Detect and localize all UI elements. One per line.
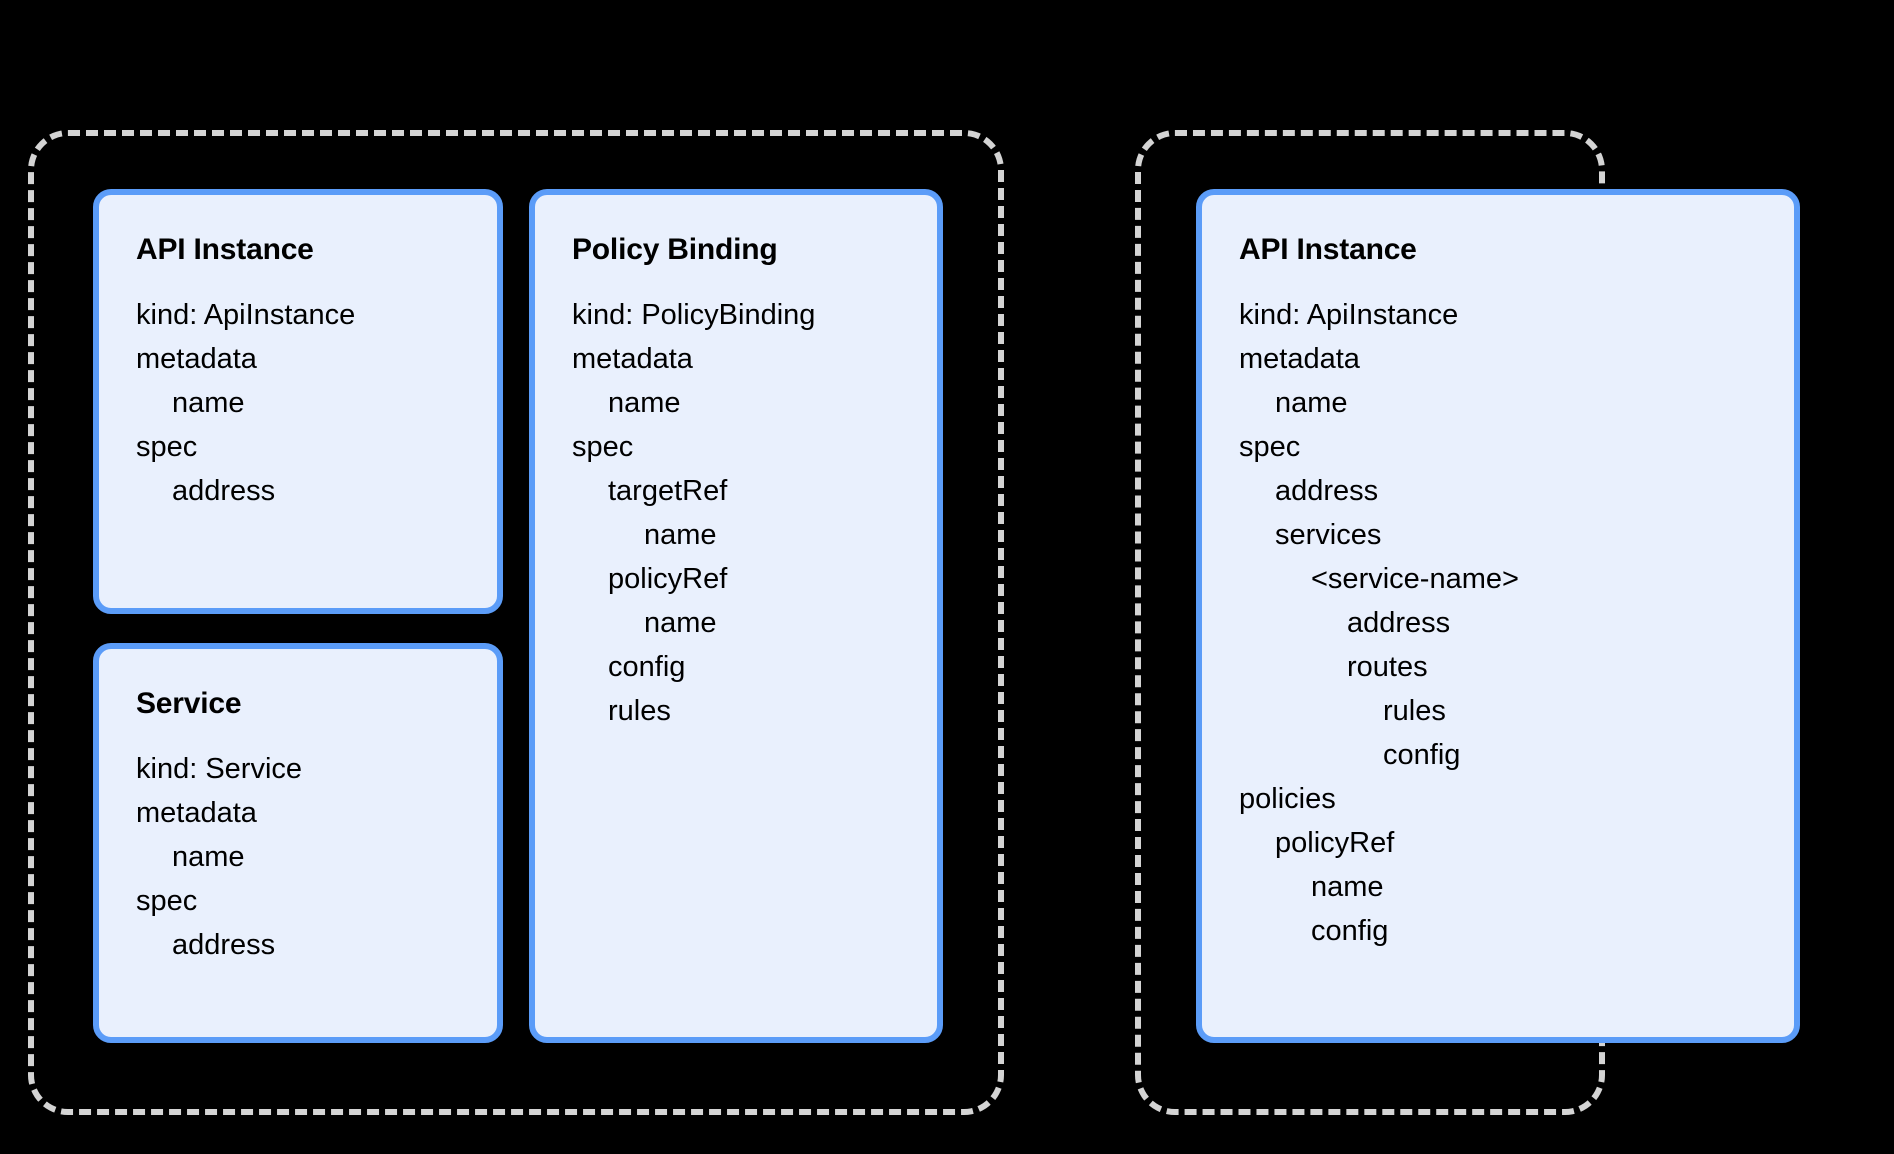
field-row: config xyxy=(1311,915,1389,947)
card-title-service: Service xyxy=(136,687,242,720)
field-row: spec xyxy=(1239,431,1301,463)
field-row: services xyxy=(1275,519,1382,551)
field-row: name xyxy=(608,387,681,419)
field-list-api-instance-left: kind: ApiInstance metadata name spec address xyxy=(99,267,497,513)
field-row: targetRef xyxy=(608,475,728,507)
field-row: policies xyxy=(1239,783,1336,815)
field-row: rules xyxy=(1383,695,1446,727)
card-title-api-instance-left: API Instance xyxy=(136,233,314,266)
field-row: address xyxy=(1275,475,1379,507)
field-row: name xyxy=(1311,871,1384,903)
left-group-container xyxy=(28,130,1004,1115)
card-policy-binding[interactable]: Policy Binding kind: PolicyBinding metada… xyxy=(529,189,943,1043)
field-row: name xyxy=(644,607,717,639)
field-row: spec xyxy=(136,885,198,917)
field-row: kind: Service xyxy=(136,753,303,785)
field-row: config xyxy=(1383,739,1461,771)
field-row: policyRef xyxy=(1275,827,1395,859)
field-row: metadata xyxy=(136,797,257,829)
field-row: address xyxy=(1347,607,1451,639)
field-row: name xyxy=(644,519,717,551)
card-service[interactable]: Service kind: Service metadata name spec add… xyxy=(93,643,503,1043)
card-title-policy-binding: Policy Binding xyxy=(572,233,778,266)
field-list-api-instance-right: kind: ApiInstance metadata name spec address… xyxy=(1202,267,1794,953)
card-api-instance-left[interactable]: API Instance kind: ApiInstance metadata na… xyxy=(93,189,503,614)
field-list-policy-binding: kind: PolicyBinding metadata name spec targe… xyxy=(535,267,937,733)
field-row: spec xyxy=(572,431,634,463)
field-row: <service-name> xyxy=(1311,563,1519,595)
field-row: name xyxy=(172,387,245,419)
card-title-api-instance-right: API Instance xyxy=(1239,233,1417,266)
field-row: metadata xyxy=(572,343,693,375)
field-list-service: kind: Service metadata name spec address xyxy=(99,721,497,967)
field-row: address xyxy=(172,929,276,961)
field-row: rules xyxy=(608,695,671,727)
field-row: policyRef xyxy=(608,563,728,595)
field-row: name xyxy=(172,841,245,873)
field-row: address xyxy=(172,475,276,507)
field-row: kind: ApiInstance xyxy=(136,299,356,331)
field-row: config xyxy=(608,651,686,683)
field-row: routes xyxy=(1347,651,1428,683)
field-row: kind: PolicyBinding xyxy=(572,299,816,331)
field-row: spec xyxy=(136,431,198,463)
card-api-instance-right[interactable]: API Instance kind: ApiInstance metadata na… xyxy=(1196,189,1800,1043)
field-row: metadata xyxy=(1239,343,1360,375)
field-row: metadata xyxy=(136,343,257,375)
field-row: name xyxy=(1275,387,1348,419)
field-row: kind: ApiInstance xyxy=(1239,299,1459,331)
